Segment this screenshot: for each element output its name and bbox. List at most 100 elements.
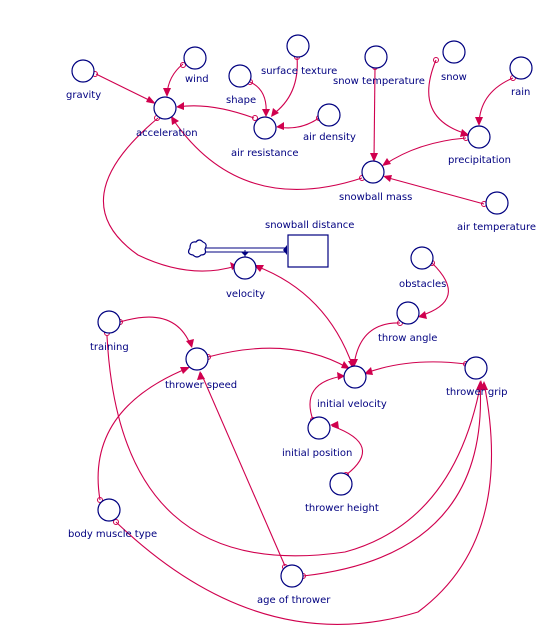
link-training-throwerspeed [119, 316, 192, 347]
node-air-density[interactable]: air density [303, 103, 356, 143]
arrow-to-throwangle-1 [418, 311, 427, 319]
arrow-to-snowballmass-1 [370, 153, 378, 162]
link-precipitation-snowballmass [383, 137, 467, 166]
label-air-resistance: air resistance [231, 148, 298, 159]
label-wind: wind [185, 74, 209, 85]
label-thrower-speed: thrower speed [165, 380, 237, 391]
node-wind[interactable]: wind [183, 46, 209, 85]
node-precipitation[interactable]: precipitation [448, 125, 511, 166]
stock-snowball-distance[interactable] [287, 234, 329, 268]
links [95, 56, 514, 625]
link-airtemp-snowballmass [384, 176, 485, 205]
label-thrower-height: thrower height [305, 503, 379, 514]
link-surfacetexture-airresistance [271, 56, 298, 116]
arrow-to-acceleration-2 [163, 88, 171, 97]
label-snowball-mass: snowball mass [339, 192, 412, 203]
node-thrower-speed[interactable]: thrower speed [165, 347, 237, 391]
node-shape[interactable]: shape [226, 64, 256, 106]
label-body-muscle-type: body muscle type [68, 529, 157, 540]
node-training[interactable]: training [90, 310, 129, 353]
arrow-to-precipitation-1 [460, 129, 469, 137]
arrowheads [146, 88, 488, 429]
link-snowballmass-acceleration [171, 117, 363, 190]
node-throw-angle[interactable]: throw angle [378, 301, 437, 344]
link-acceleration-velocity [102, 117, 237, 272]
label-surface-texture: surface texture [261, 66, 337, 77]
link-bodymuscle-throwergrip [115, 382, 493, 625]
link-initialposition-initialvelocity [309, 375, 344, 421]
link-throwangle-initialvelocity [353, 322, 401, 366]
link-snowtemp-snowballmass [373, 67, 376, 161]
arrow-to-airresistance-1 [262, 109, 270, 117]
arrow-to-initialvelocity-2 [350, 359, 358, 367]
node-velocity[interactable]: velocity [226, 256, 265, 300]
link-rain-precipitation [478, 77, 514, 125]
cloud-source-icon [187, 239, 207, 258]
link-obstacles-throwangle [419, 262, 449, 317]
link-gravity-acceleration [95, 73, 154, 103]
node-thrower-grip[interactable]: thrower grip [446, 356, 507, 398]
label-gravity: gravity [66, 90, 101, 101]
arrow-to-acceleration-3 [176, 102, 184, 110]
node-obstacles[interactable]: obstacles [399, 246, 446, 290]
node-snowball-mass[interactable]: snowball mass [339, 160, 412, 203]
label-snow-temperature: snow temperature [333, 76, 425, 87]
link-airresistance-acceleration [177, 105, 255, 119]
link-snow-precipitation [428, 59, 468, 135]
arrow-to-airresistance-2 [271, 108, 279, 117]
label-thrower-grip: thrower grip [446, 387, 507, 398]
link-throwerspeed-initialvelocity [207, 347, 349, 369]
label-obstacles: obstacles [399, 279, 446, 290]
node-air-temperature[interactable]: air temperature [457, 191, 536, 233]
label-acceleration: acceleration [136, 128, 198, 139]
node-air-resistance[interactable]: air resistance [231, 116, 298, 159]
arrow-to-precipitation-2 [475, 117, 483, 126]
node-snow-temperature[interactable]: snow temperature [333, 45, 425, 87]
node-age-of-thrower[interactable]: age of thrower [257, 564, 331, 606]
link-throwerheight-initialposition [331, 425, 364, 476]
label-rain: rain [511, 87, 530, 98]
snowball-distance-flow [187, 234, 329, 268]
label-training: training [90, 342, 129, 353]
flow-arrow-icon [283, 245, 287, 255]
label-velocity: velocity [226, 289, 265, 300]
node-acceleration[interactable]: acceleration [136, 96, 198, 139]
label-snowball-distance: snowball distance [265, 220, 354, 231]
label-air-temperature: air temperature [457, 222, 536, 233]
arrow-to-acceleration-1 [146, 96, 156, 104]
arrow-to-throwerspeed-1 [186, 339, 194, 348]
node-body-muscle-type[interactable]: body muscle type [68, 498, 157, 540]
node-thrower-height[interactable]: thrower height [305, 472, 379, 514]
arrow-to-initialvelocity-4 [364, 367, 373, 375]
arrow-to-airresistance-3 [276, 122, 284, 130]
label-initial-position: initial position [282, 448, 352, 459]
node-rain[interactable]: rain [509, 56, 533, 98]
node-snow[interactable]: snow [441, 40, 467, 83]
arrow-to-throwerspeed-2 [180, 367, 190, 374]
arrow-to-initialvelocity-5 [337, 372, 345, 380]
link-age-throwergrip [302, 382, 482, 577]
arrow-to-initialposition-1 [330, 421, 339, 429]
arrow-to-throwergrip-3 [476, 381, 484, 390]
label-air-density: air density [303, 132, 356, 143]
node-surface-texture[interactable]: surface texture [261, 34, 337, 77]
link-airdensity-airresistance [277, 117, 320, 129]
link-initialvelocity-velocity [255, 265, 354, 368]
arrow-to-acceleration-4 [171, 116, 179, 125]
node-initial-velocity[interactable]: initial velocity [317, 365, 387, 410]
arrow-to-snowballmass-2 [382, 158, 391, 166]
node-initial-position[interactable]: initial position [282, 416, 352, 459]
label-initial-velocity: initial velocity [317, 399, 387, 410]
label-shape: shape [226, 95, 256, 106]
arrow-to-initialvelocity-3 [341, 361, 350, 369]
arrow-to-throwerspeed-3 [197, 371, 205, 380]
label-age-of-thrower: age of thrower [257, 595, 331, 606]
node-gravity[interactable]: gravity [66, 59, 101, 101]
arrow-to-snowballmass-3 [383, 175, 392, 182]
link-training-throwergrip [106, 335, 482, 557]
flow-valve-icon [241, 252, 249, 256]
label-precipitation: precipitation [448, 155, 511, 166]
link-throwergrip-initialvelocity [365, 361, 467, 374]
link-bodymuscle-throwerspeed [97, 367, 189, 501]
